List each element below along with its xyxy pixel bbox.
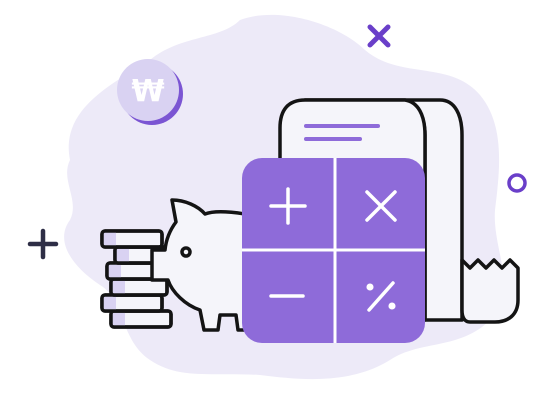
plus-icon xyxy=(27,228,59,260)
calculator-key-multiply[interactable] xyxy=(365,190,397,222)
ring-icon xyxy=(507,173,527,193)
calculator xyxy=(242,158,425,343)
currency-badge: ₩ xyxy=(117,59,183,125)
piggy-bank-icon xyxy=(150,198,252,332)
cross-icon xyxy=(367,24,391,48)
calculator-key-percent[interactable] xyxy=(366,281,396,312)
currency-symbol: ₩ xyxy=(131,74,164,109)
calculator-key-plus[interactable] xyxy=(269,187,307,225)
